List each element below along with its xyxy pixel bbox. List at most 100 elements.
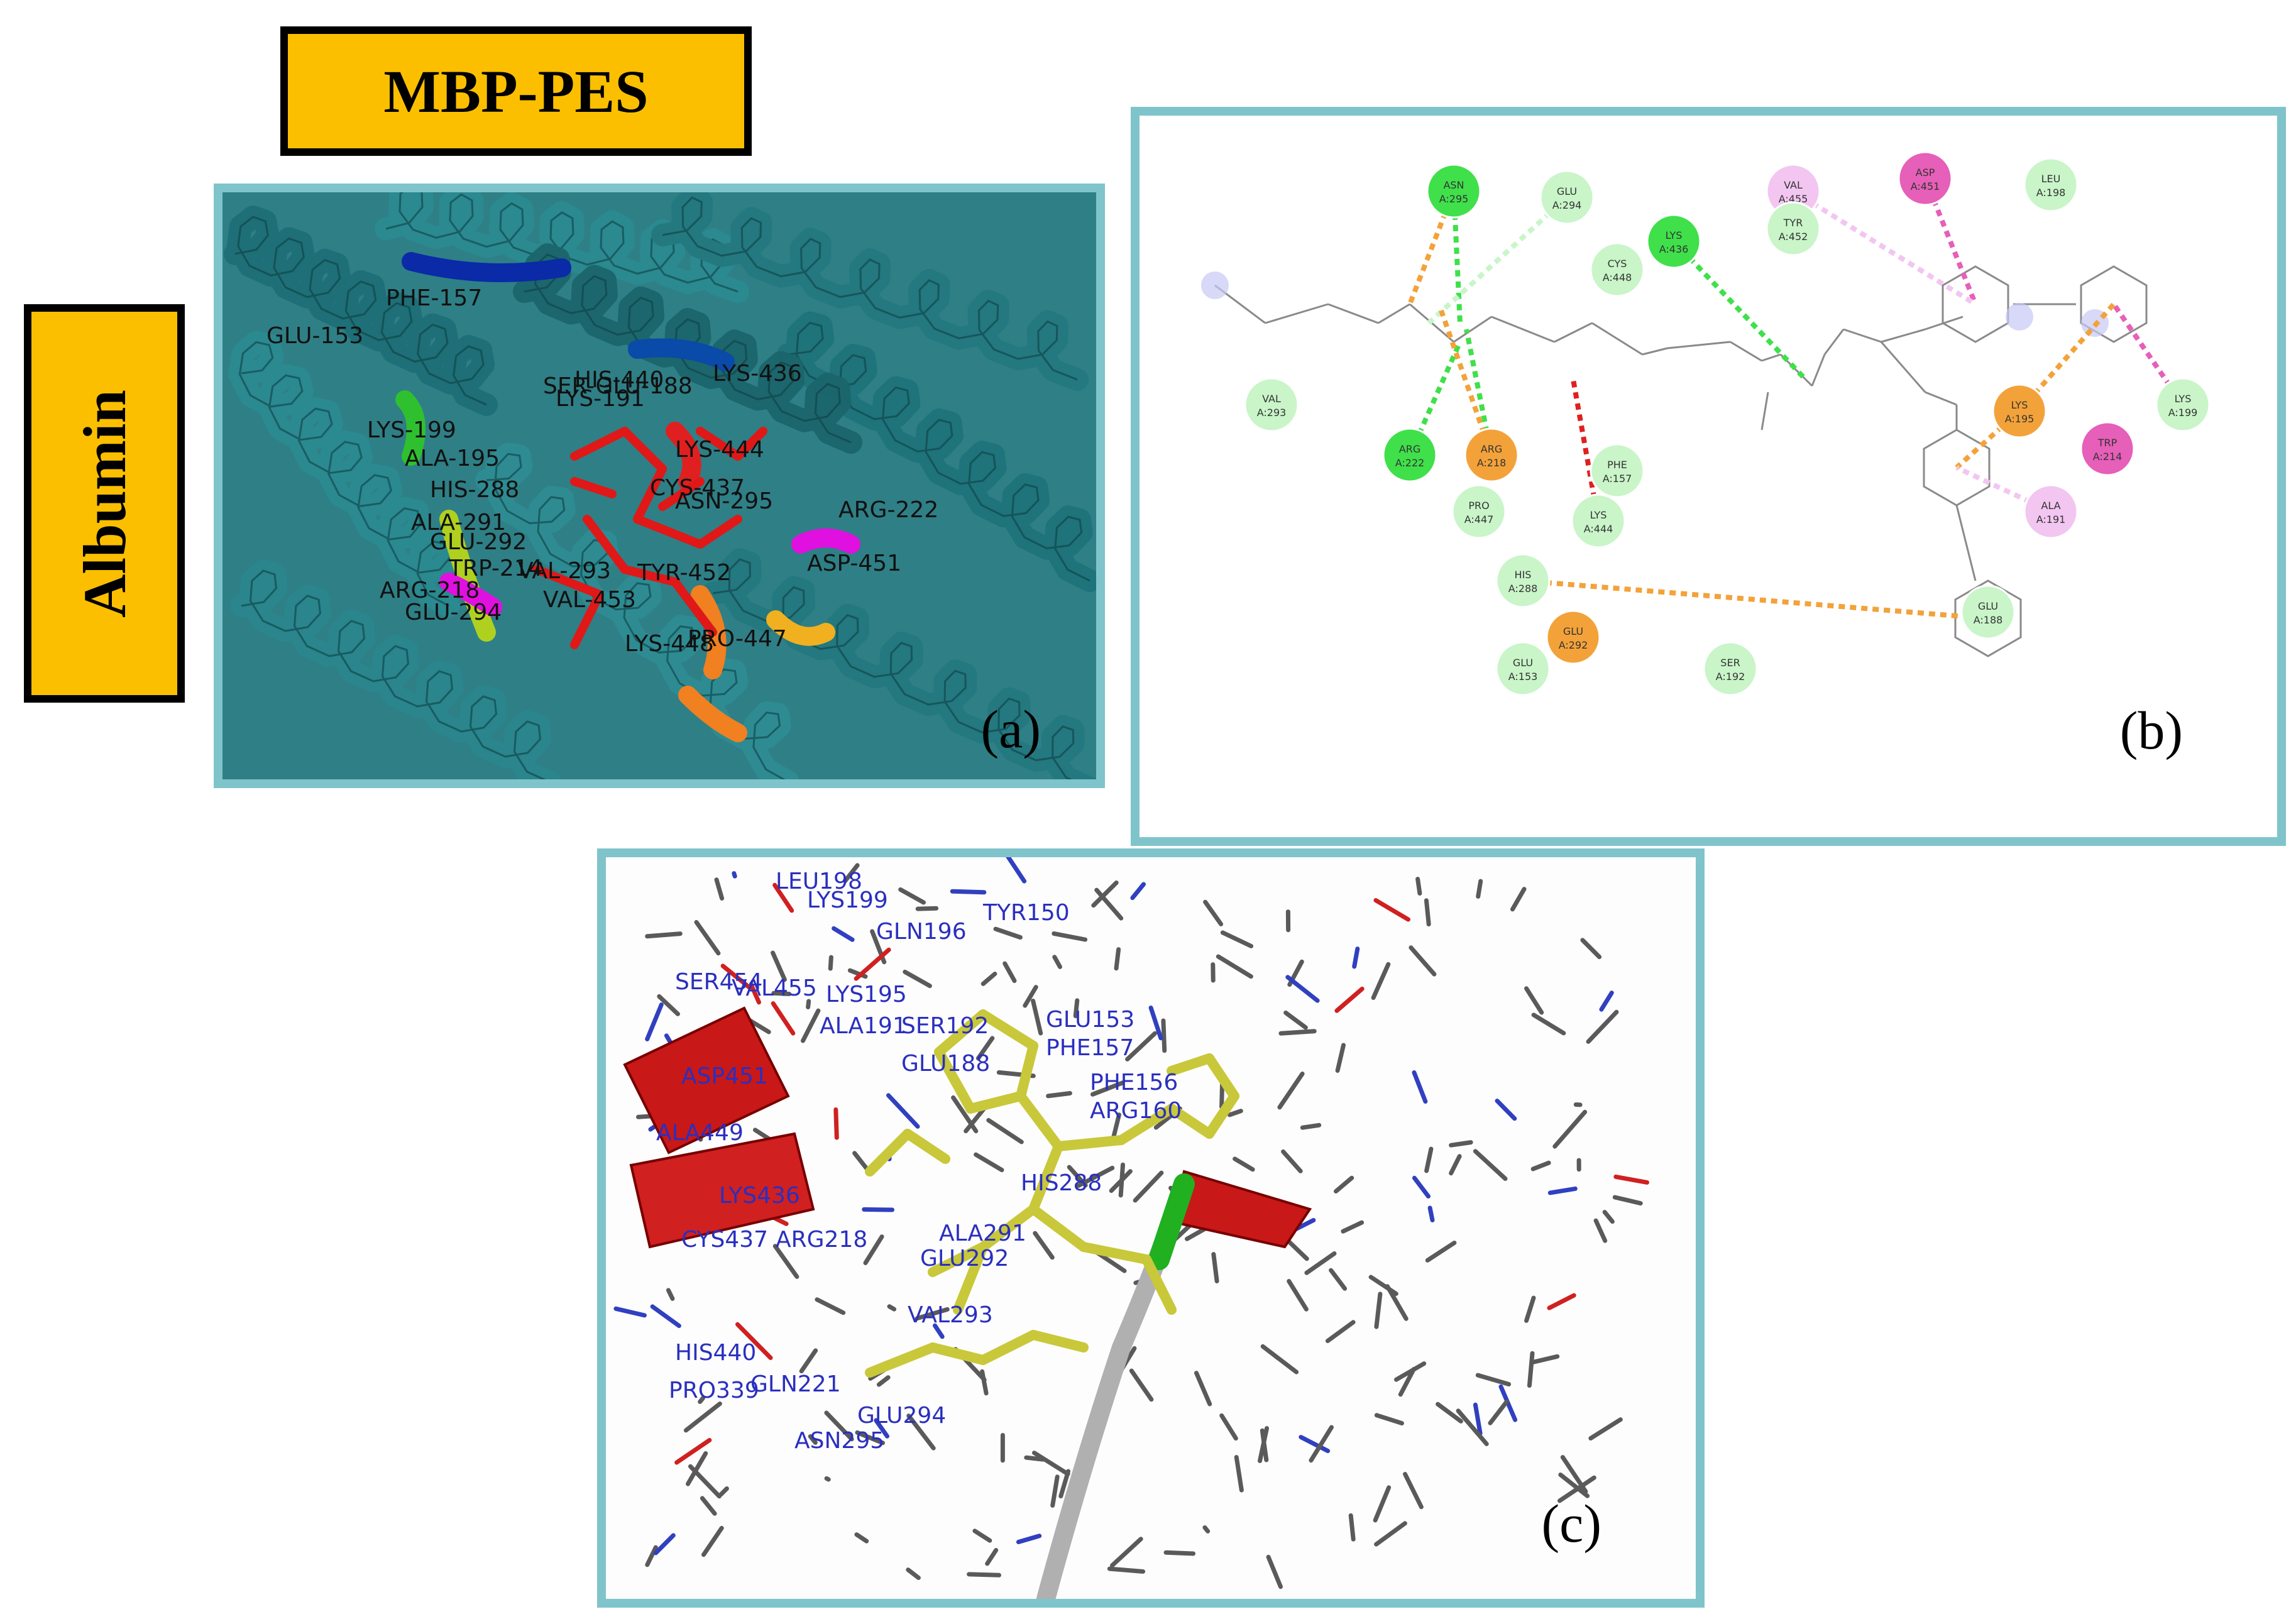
- residue-id: A:447: [1464, 513, 1494, 525]
- residue-stick: [694, 919, 721, 956]
- residue-stick: [1374, 1413, 1404, 1426]
- ligand-bond: [671, 578, 717, 637]
- residue-label: PHE-157: [386, 285, 482, 311]
- residue-stick: [1552, 1109, 1588, 1149]
- residue-label: ASP-451: [807, 551, 901, 576]
- helix-outline: [234, 216, 487, 406]
- residue-label: HIS440: [675, 1340, 756, 1366]
- ligand-bond: [934, 1047, 975, 1114]
- residue-label: ASN295: [794, 1428, 884, 1454]
- residue-label: LYS-191: [556, 386, 645, 412]
- residue-label: VAL-453: [543, 587, 636, 613]
- ligand-bond: [583, 515, 629, 574]
- residue-stick: [1286, 1239, 1309, 1261]
- side-label: Albumin: [70, 389, 138, 618]
- residue-stick: [1547, 1293, 1576, 1310]
- residue-stick: [735, 1322, 773, 1360]
- residue-label: HIS-440: [574, 367, 664, 393]
- atom-halo: [1201, 272, 1229, 299]
- residue-name: TRP: [2097, 437, 2117, 449]
- residue-stick: [771, 950, 787, 982]
- residue-stick: [967, 1572, 1001, 1577]
- residue-label: VAL-293: [518, 558, 611, 584]
- residue-stick: [1352, 946, 1360, 969]
- interaction-line: [1791, 189, 1977, 307]
- residue-circle: [2155, 377, 2211, 432]
- residue-stick: [1602, 1210, 1615, 1224]
- residue-stick: [1185, 1226, 1207, 1241]
- residue-circle: [1898, 151, 1953, 206]
- residue-stick: [1219, 1413, 1238, 1441]
- residue-stick: [701, 1525, 724, 1557]
- ligand-bond: [1167, 1053, 1214, 1076]
- residue-stick: [1495, 1099, 1517, 1121]
- residue-stick: [1524, 986, 1544, 1015]
- residue-stick: [950, 889, 987, 895]
- ligand-bond: [865, 1342, 938, 1378]
- residue-stick: [674, 1438, 712, 1465]
- ligand-bond: [1955, 505, 1977, 581]
- residue-stick: [1090, 1080, 1125, 1097]
- ligand-bond: [928, 1342, 988, 1365]
- residue-stick: [1580, 938, 1602, 960]
- ligand-bond: [1880, 341, 1926, 393]
- residue-id: A:451: [1911, 180, 1940, 192]
- residue-id: A:198: [2036, 187, 2066, 199]
- ligand-bond: [620, 565, 679, 586]
- residue-stick: [1130, 882, 1146, 901]
- residue-name: ARG: [1399, 443, 1420, 455]
- residue-stick: [1216, 954, 1253, 979]
- ligand-bond: [1453, 315, 1492, 343]
- ligand-bond: [1116, 1104, 1177, 1145]
- ligand-bond: [570, 427, 629, 461]
- residue-label: ARG-218: [380, 578, 480, 603]
- residue-stick: [876, 1375, 891, 1387]
- residue-circle: [1646, 214, 1701, 269]
- residue-circle: [1464, 427, 1519, 483]
- residue-stick: [1529, 1354, 1560, 1365]
- residue-label: CYS-437: [650, 475, 745, 501]
- residue-stick: [1476, 879, 1483, 899]
- ligand-bond: [1925, 391, 1957, 406]
- residue-label: ARG-222: [838, 497, 938, 523]
- residue-stick: [1283, 1010, 1308, 1030]
- residue-stick: [1163, 1550, 1195, 1556]
- interaction-line: [2111, 302, 2185, 407]
- highlighted-segment: [766, 610, 835, 646]
- residue-id: A:157: [1603, 473, 1632, 485]
- residue-label: GLU292: [920, 1246, 1009, 1271]
- aromatic-ring: [1954, 579, 2022, 657]
- residue-id: A:199: [2168, 407, 2198, 419]
- residue-label: GLU-294: [405, 600, 502, 625]
- ligand-bond: [1760, 392, 1769, 431]
- residue-stick: [1091, 881, 1119, 908]
- residue-id: A:192: [1716, 671, 1745, 683]
- residue-label: TYR150: [982, 900, 1070, 926]
- residue-stick: [749, 984, 761, 1005]
- residue-stick: [772, 882, 794, 913]
- ligand-bond: [1811, 354, 1826, 387]
- residue-label: GLU188: [901, 1051, 990, 1077]
- residue-stick: [1287, 1279, 1309, 1312]
- residue-stick: [933, 1323, 945, 1339]
- residue-stick: [1046, 1091, 1072, 1099]
- residue-stick: [898, 887, 926, 905]
- residue-stick: [915, 906, 939, 911]
- residue-circle: [1426, 163, 1481, 219]
- residue-stick: [1148, 1006, 1163, 1041]
- residue-stick: [1260, 1344, 1299, 1374]
- residue-stick: [1530, 1160, 1551, 1171]
- residue-name: GLU: [1557, 185, 1577, 197]
- residue-id: A:153: [1508, 671, 1538, 683]
- residue-stick: [1227, 1109, 1243, 1117]
- residue-stick: [1334, 986, 1365, 1013]
- residue-circle: [1960, 584, 2016, 640]
- residue-label: CYS437: [681, 1227, 768, 1253]
- residue-stick: [862, 1207, 894, 1212]
- ligand-bond: [1327, 303, 1379, 324]
